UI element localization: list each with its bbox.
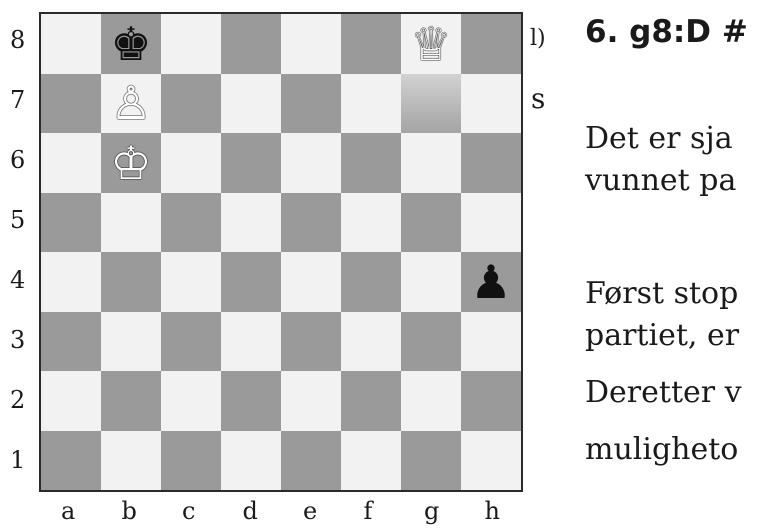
square-c1[interactable] (161, 430, 221, 490)
square-f5[interactable] (341, 192, 401, 252)
text-line-4: partiet, er (585, 318, 740, 353)
square-c2[interactable] (161, 371, 221, 431)
move-trail-highlight (401, 73, 461, 133)
text-line-3: Først stop (585, 276, 739, 311)
rank-label-8: 8 (10, 26, 26, 54)
square-d3[interactable] (221, 311, 281, 371)
square-g2[interactable] (401, 371, 461, 431)
square-c6[interactable] (161, 133, 221, 193)
square-c7[interactable] (161, 73, 221, 133)
square-d1[interactable] (221, 430, 281, 490)
side-label-2: s (531, 82, 546, 115)
side-label-1: l) (530, 26, 546, 51)
square-h2[interactable] (461, 371, 521, 431)
square-f3[interactable] (341, 311, 401, 371)
square-e1[interactable] (281, 430, 341, 490)
rank-label-1: 1 (10, 446, 26, 474)
square-g1[interactable] (401, 430, 461, 490)
square-h4[interactable]: ♟ (461, 252, 521, 312)
rank-label-4: 4 (10, 266, 26, 294)
square-e3[interactable] (281, 311, 341, 371)
square-d8[interactable] (221, 14, 281, 74)
square-c3[interactable] (161, 311, 221, 371)
square-c5[interactable] (161, 192, 221, 252)
square-a4[interactable] (41, 252, 101, 312)
square-e2[interactable] (281, 371, 341, 431)
rank-label-3: 3 (10, 326, 26, 354)
text-line-5: Deretter v (585, 375, 742, 410)
file-label-d: d (242, 497, 258, 525)
square-g3[interactable] (401, 311, 461, 371)
square-e6[interactable] (281, 133, 341, 193)
square-h8[interactable] (461, 14, 521, 74)
square-b6[interactable]: ♔ (101, 133, 161, 193)
file-label-h: h (484, 497, 500, 525)
square-h1[interactable] (461, 430, 521, 490)
square-a8[interactable] (41, 14, 101, 74)
file-label-b: b (121, 497, 137, 525)
square-f8[interactable] (341, 14, 401, 74)
square-d7[interactable] (221, 73, 281, 133)
square-g4[interactable] (401, 252, 461, 312)
square-f6[interactable] (341, 133, 401, 193)
rank-label-6: 6 (10, 146, 26, 174)
move-title: 6. g8:D # (585, 14, 748, 50)
square-e4[interactable] (281, 252, 341, 312)
square-e5[interactable] (281, 192, 341, 252)
white-king-icon[interactable]: ♔ (110, 135, 152, 190)
square-f2[interactable] (341, 371, 401, 431)
rank-label-2: 2 (10, 386, 26, 414)
black-pawn-icon[interactable]: ♟ (470, 254, 512, 309)
square-a6[interactable] (41, 133, 101, 193)
chess-board: ♚ ♕ ♙♔ ♟ (39, 12, 523, 492)
square-f1[interactable] (341, 430, 401, 490)
square-h7[interactable] (461, 73, 521, 133)
file-label-e: e (303, 497, 318, 525)
square-b1[interactable] (101, 430, 161, 490)
square-c4[interactable] (161, 252, 221, 312)
square-d6[interactable] (221, 133, 281, 193)
square-e7[interactable] (281, 73, 341, 133)
square-g8[interactable]: ♕ (401, 14, 461, 74)
square-h6[interactable] (461, 133, 521, 193)
square-a2[interactable] (41, 371, 101, 431)
white-queen-icon[interactable]: ♕ (410, 16, 452, 71)
white-pawn-icon[interactable]: ♙ (110, 76, 152, 131)
square-f4[interactable] (341, 252, 401, 312)
square-a7[interactable] (41, 73, 101, 133)
rank-label-7: 7 (10, 86, 26, 114)
text-line-1: Det er sja (585, 121, 733, 156)
file-label-f: f (363, 497, 373, 525)
square-b7[interactable]: ♙ (101, 73, 161, 133)
square-f7[interactable] (341, 73, 401, 133)
square-d2[interactable] (221, 371, 281, 431)
square-b5[interactable] (101, 192, 161, 252)
file-label-c: c (182, 497, 196, 525)
square-d4[interactable] (221, 252, 281, 312)
square-a3[interactable] (41, 311, 101, 371)
square-a1[interactable] (41, 430, 101, 490)
square-g5[interactable] (401, 192, 461, 252)
square-g6[interactable] (401, 133, 461, 193)
square-b4[interactable] (101, 252, 161, 312)
square-e8[interactable] (281, 14, 341, 74)
square-h3[interactable] (461, 311, 521, 371)
file-label-a: a (61, 497, 76, 525)
square-a5[interactable] (41, 192, 101, 252)
square-g7[interactable] (401, 73, 461, 133)
rank-label-5: 5 (10, 206, 26, 234)
square-b8[interactable]: ♚ (101, 14, 161, 74)
square-c8[interactable] (161, 14, 221, 74)
square-h5[interactable] (461, 192, 521, 252)
square-b3[interactable] (101, 311, 161, 371)
text-line-6: muligheto (585, 432, 739, 467)
text-line-2: vunnet pa (585, 163, 737, 198)
file-label-g: g (424, 497, 440, 525)
black-king-icon[interactable]: ♚ (110, 16, 152, 71)
square-b2[interactable] (101, 371, 161, 431)
square-d5[interactable] (221, 192, 281, 252)
